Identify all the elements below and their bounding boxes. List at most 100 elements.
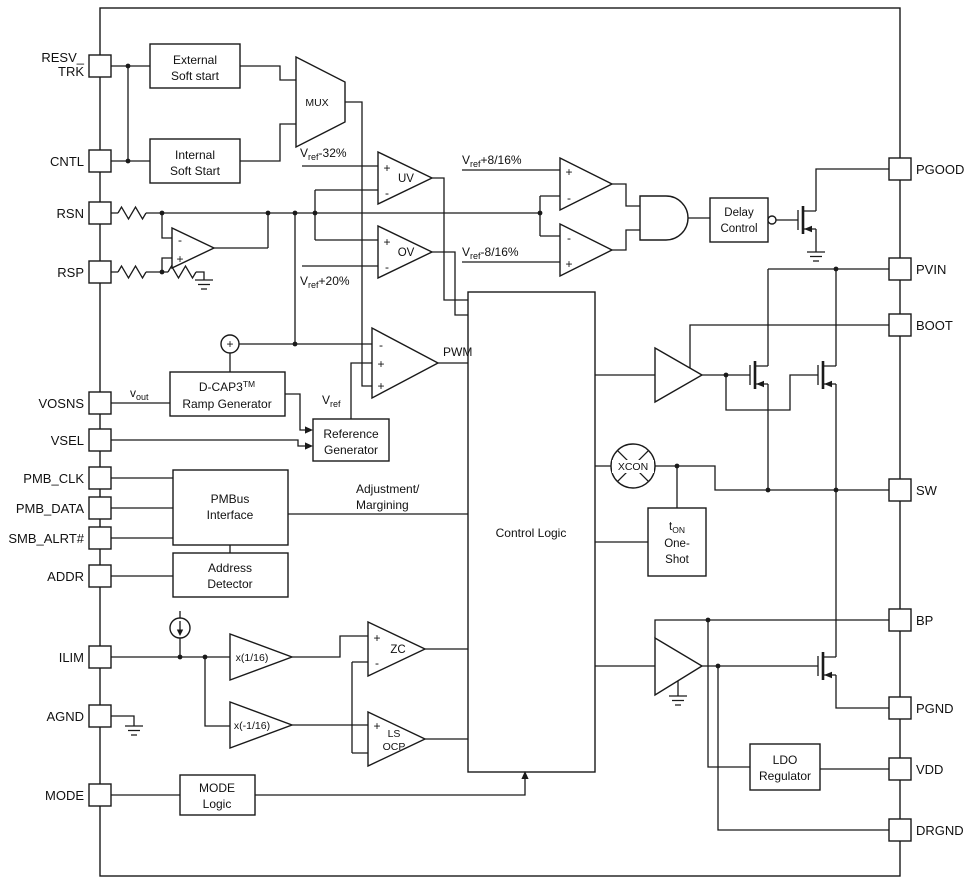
- block-pmbus-interface: [172, 469, 289, 546]
- label-vout: vout: [130, 386, 149, 402]
- gain-pos-label: x(1/16): [236, 652, 269, 664]
- highside-gate-driver: [654, 346, 704, 404]
- block-label-one-shot-3: Shot: [665, 554, 689, 566]
- inverter-bubble: [767, 215, 777, 225]
- mux-shape: [295, 55, 346, 149]
- pin-labels: RESV_ TRK CNTL RSN RSP VOSNS VSEL PMB_CL…: [8, 50, 964, 838]
- block-label-external-soft-start-1: External: [173, 53, 217, 67]
- xcon-label: XCON: [618, 461, 648, 473]
- arrowhead: [521, 771, 529, 779]
- current-source: [169, 617, 191, 639]
- pin-rsp: [88, 260, 112, 284]
- pin-label-pgood: PGOOD: [916, 162, 964, 177]
- xcon-circle: [610, 443, 656, 489]
- and-gate: [639, 195, 689, 241]
- pin-label-pmb-clk: PMB_CLK: [23, 471, 84, 486]
- block-label-pmbus-1: PMBus: [211, 492, 250, 506]
- pin-addr: [88, 564, 112, 588]
- minus-sign: -: [379, 338, 383, 352]
- pgood-mosfet: [797, 198, 817, 242]
- arrowhead: [305, 426, 313, 434]
- block-label-address-detector-2: Detector: [207, 577, 252, 591]
- pin-label-bp: BP: [916, 613, 933, 628]
- label-vref-minus-816: Vref-8/16%: [462, 245, 519, 261]
- block-control-logic: [467, 291, 596, 773]
- polarity-signs: + - + - - + + + - - + + - + - + +: [176, 161, 572, 733]
- gain-neg-label: x(-1/16): [234, 720, 270, 732]
- pgood-comparator-low: [559, 222, 614, 278]
- pin-resv-trk: [88, 54, 112, 78]
- resistor: [117, 205, 197, 280]
- pin-label-addr: ADDR: [47, 569, 84, 584]
- triangles: [171, 150, 704, 768]
- block-address-detector: [172, 552, 289, 598]
- block-label-internal-soft-start-1: Internal: [175, 148, 215, 162]
- highside-mosfet-2: [817, 353, 837, 397]
- pin-label-mode: MODE: [45, 788, 84, 803]
- plus-sign: +: [377, 357, 384, 371]
- pin-label-pgnd: PGND: [916, 701, 954, 716]
- label-vref-plus-20: Vref+20%: [300, 274, 350, 290]
- pin-vdd: [888, 757, 912, 781]
- pin-label-boot: BOOT: [916, 318, 953, 333]
- pin-agnd: [88, 704, 112, 728]
- ground-symbol: [125, 251, 825, 736]
- pin-bp: [888, 608, 912, 632]
- minus-sign: -: [567, 191, 571, 205]
- ls-ocp-label-2: OCP: [383, 741, 406, 753]
- ls-ocp-label-1: LS: [388, 728, 401, 740]
- uv-comparator: [377, 150, 434, 206]
- pin-vsel: [88, 428, 112, 452]
- mosfets: [749, 198, 837, 688]
- comparator-labels: UV OV ZC LS OCP x(1/16) x(-1/16): [234, 173, 415, 753]
- pin-label-pvin: PVIN: [916, 262, 946, 277]
- block-label-ldo-2: Regulator: [759, 769, 811, 783]
- zc-label: ZC: [390, 644, 405, 656]
- block-mode-logic: [179, 774, 256, 816]
- plus-sign: +: [565, 165, 572, 179]
- label-adjustment-1: Adjustment/: [356, 482, 420, 496]
- pin-pmb-clk: [88, 466, 112, 490]
- label-pwm: PWM: [443, 345, 472, 359]
- highside-mosfet-1: [749, 353, 769, 397]
- label-vref-plus-816: Vref+8/16%: [462, 153, 522, 169]
- block-label-reference-generator-1: Reference: [323, 427, 379, 441]
- wires-left-bottom: [111, 393, 526, 796]
- pin-label-resv: RESV_: [41, 50, 84, 65]
- block-label-one-shot-2: One-: [664, 538, 690, 550]
- block-labels: External Soft start Internal Soft Start …: [170, 53, 811, 811]
- pin-mode: [88, 783, 112, 807]
- wires-softstart-mux: [111, 65, 378, 387]
- pin-label-smb-alrt: SMB_ALRT#: [8, 531, 84, 546]
- pgood-comparator-high: [559, 156, 614, 212]
- block-delay-control: [709, 197, 769, 243]
- pin-sw: [888, 478, 912, 502]
- block-label-ldo-1: LDO: [773, 753, 798, 767]
- pin-label-rsp: RSP: [57, 265, 84, 280]
- pin-label-cntl: CNTL: [50, 154, 84, 169]
- wires-pwm-ref: [229, 169, 560, 419]
- plus-sign: +: [383, 161, 390, 175]
- block-label-one-shot-1: tON: [669, 521, 685, 535]
- pin-label-vsel: VSEL: [51, 433, 84, 448]
- mux-label: MUX: [305, 97, 328, 109]
- signal-wires: [111, 65, 889, 831]
- pin-pmb-data: [88, 496, 112, 520]
- gain-neg-amplifier: [229, 700, 295, 750]
- block-label-mode-logic-1: MODE: [199, 781, 235, 795]
- pin-pgood: [888, 157, 912, 181]
- pin-boot: [888, 313, 912, 337]
- plus-sign: +: [176, 252, 183, 266]
- pin-cntl: [88, 149, 112, 173]
- lowside-gate-driver: [654, 636, 704, 697]
- label-adjustment-2: Margining: [356, 498, 409, 512]
- summing-junction: [220, 334, 240, 354]
- minus-sign: -: [567, 231, 571, 245]
- pin-label-ilim: ILIM: [59, 650, 84, 665]
- block-label-control-logic: Control Logic: [496, 526, 567, 540]
- block-ton-one-shot: [647, 507, 707, 577]
- pin-label-rsn: RSN: [57, 206, 84, 221]
- lowside-mosfet: [817, 644, 837, 688]
